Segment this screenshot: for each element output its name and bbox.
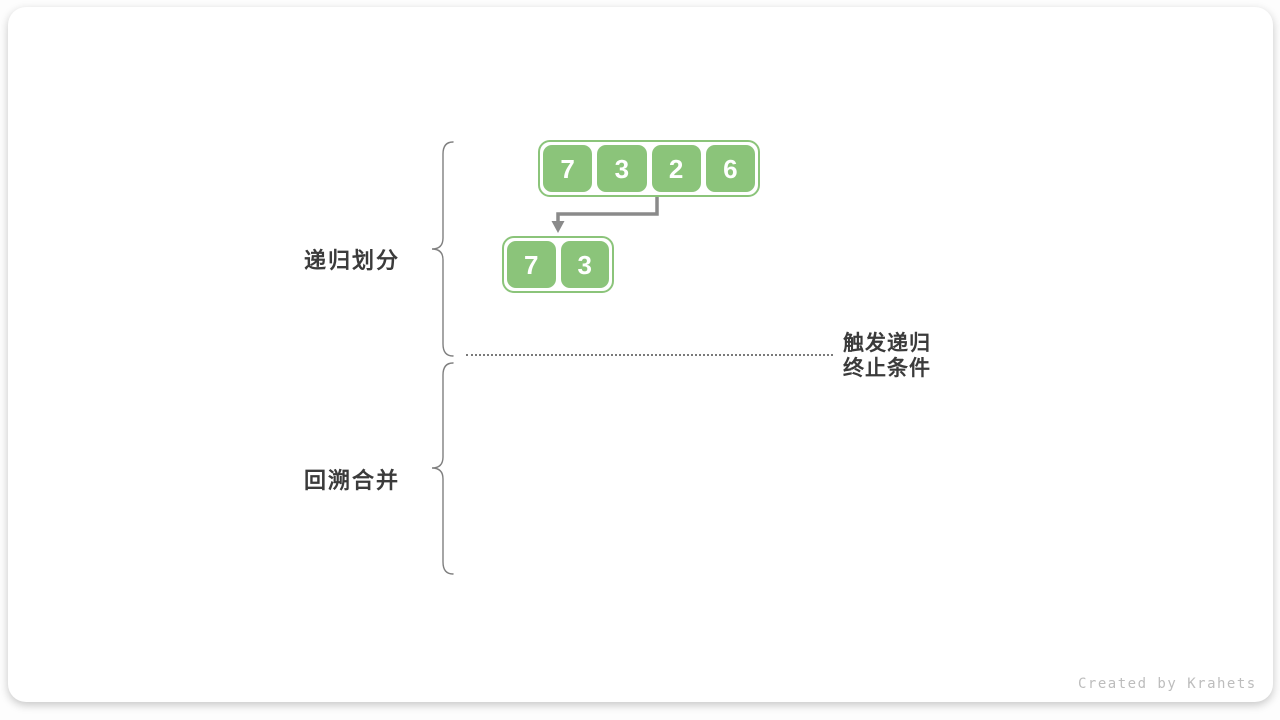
termination-dotted-line — [466, 354, 833, 356]
array-cell: 7 — [507, 241, 556, 288]
watermark: Created by Krahets — [1078, 676, 1257, 692]
array-cell: 7 — [543, 145, 593, 192]
array-cell: 3 — [597, 145, 647, 192]
termination-annotation-line1: 触发递归 — [843, 332, 931, 355]
array-level-2: 7 3 — [502, 236, 614, 293]
phase-label-recursive-divide: 递归划分 — [304, 248, 401, 273]
divide-arrow-icon — [551, 197, 659, 233]
brace-backtrack-merge-icon — [431, 362, 454, 575]
termination-annotation-line2: 终止条件 — [843, 357, 931, 380]
diagram-card: 递归划分 回溯合并 7 3 2 6 7 3 触发递归 — [8, 7, 1273, 702]
array-level-1: 7 3 2 6 — [538, 140, 760, 197]
array-cell: 6 — [705, 145, 755, 192]
brace-recursive-divide-icon — [431, 141, 454, 357]
array-cell: 2 — [651, 145, 701, 192]
phase-label-backtrack-merge: 回溯合并 — [304, 468, 401, 493]
array-cell: 3 — [560, 241, 609, 288]
termination-annotation: 触发递归 终止条件 — [843, 331, 931, 381]
